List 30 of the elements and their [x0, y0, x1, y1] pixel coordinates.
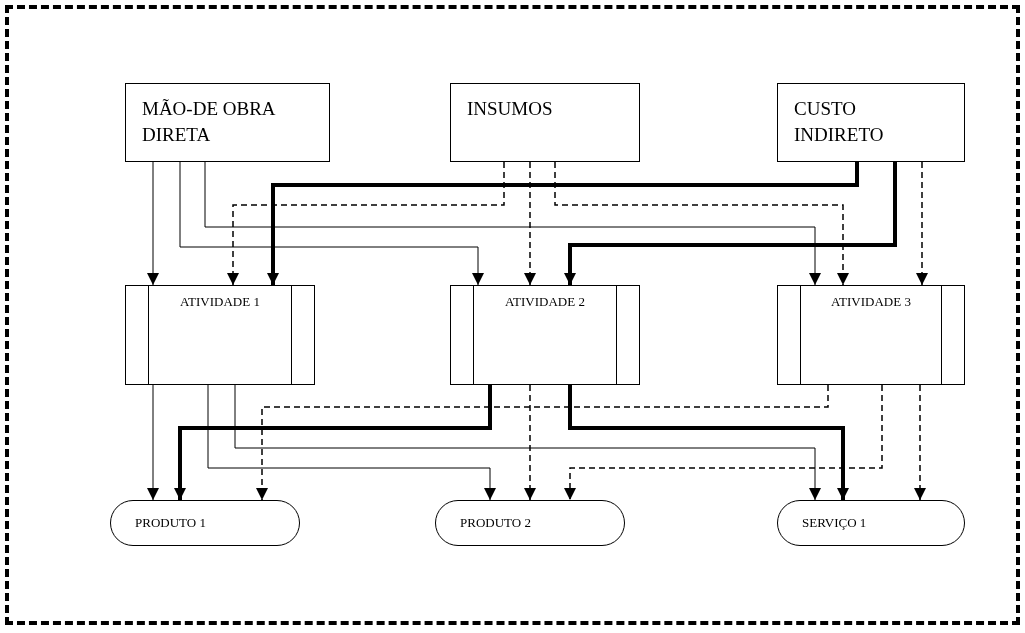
terminal-label: PRODUTO 1 — [135, 514, 206, 533]
cost-box — [450, 83, 640, 162]
arrow — [916, 161, 928, 286]
box-label: ATIVIDADE 1 — [180, 294, 260, 311]
cost-box — [125, 83, 330, 162]
box-label: INSUMOS — [467, 97, 554, 121]
terminal-label: PRODUTO 2 — [460, 514, 531, 533]
arrow — [267, 162, 859, 285]
arrow — [147, 384, 159, 501]
arrow — [147, 161, 159, 286]
activity-box — [125, 285, 315, 385]
arrow — [914, 384, 926, 501]
arrow — [564, 162, 897, 285]
arrow — [179, 161, 484, 286]
output-terminal — [777, 500, 965, 546]
terminal-label: SERVIÇO 1 — [802, 514, 867, 533]
cost-box — [777, 83, 965, 162]
activity-box — [450, 285, 640, 385]
arrow — [227, 161, 505, 286]
arrow — [554, 161, 849, 286]
box-label: CUSTO INDIRETO — [794, 97, 885, 147]
arrow — [524, 384, 536, 501]
box-label: ATIVIDADE 3 — [831, 294, 911, 311]
box-label: ATIVIDADE 2 — [505, 294, 585, 311]
output-terminal — [110, 500, 300, 546]
output-terminal — [435, 500, 625, 546]
activity-box — [777, 285, 965, 385]
arrow — [524, 161, 536, 286]
arrow — [204, 161, 821, 286]
box-label: MÃO-DE OBRA DIRETA — [142, 97, 276, 147]
